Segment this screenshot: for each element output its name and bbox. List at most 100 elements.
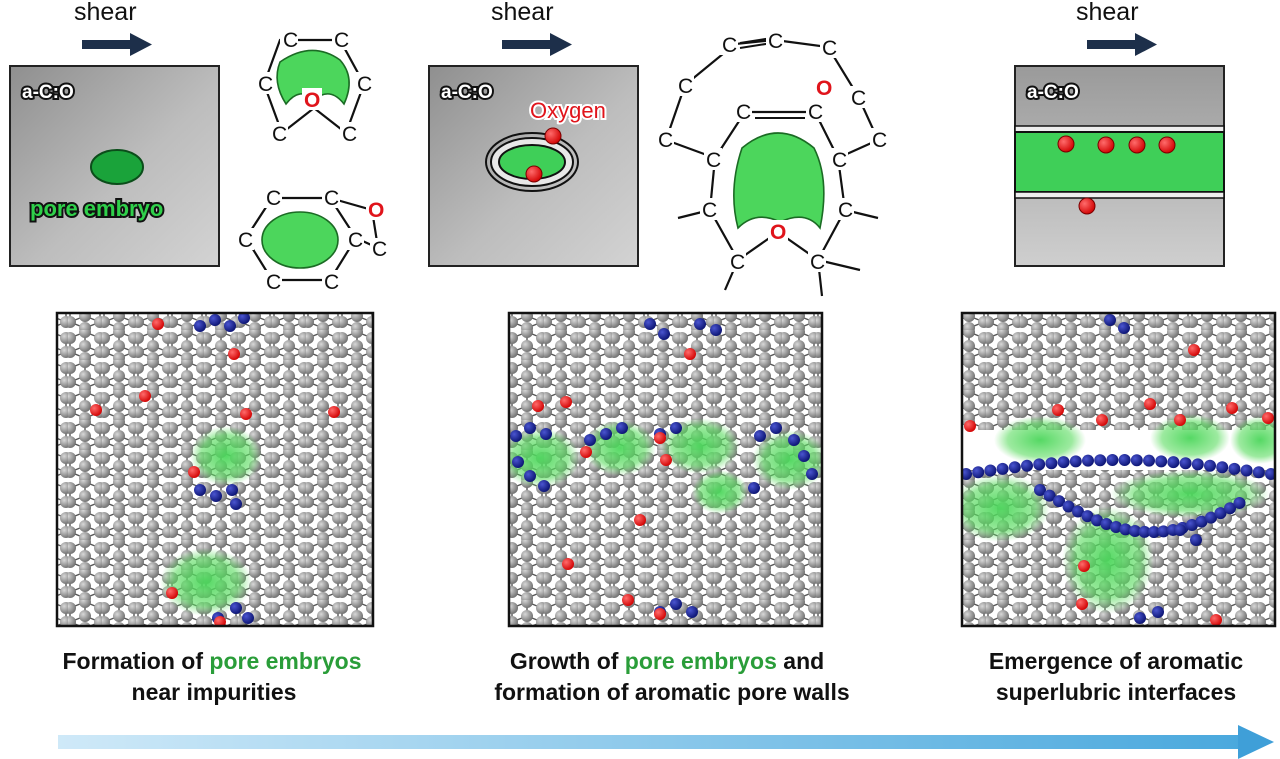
panel-1-schematic: shear a-C:O pore embryo <box>9 0 220 267</box>
wall-atom <box>1094 454 1107 467</box>
svg-text:C: C <box>722 34 737 57</box>
wall-atom <box>1204 459 1216 472</box>
snapshot-frame <box>960 311 1277 628</box>
wall-atom <box>1252 466 1265 479</box>
shear-arrow-icon <box>502 33 572 56</box>
wall-atom <box>1186 519 1198 532</box>
oxygen-atom <box>1128 136 1146 154</box>
shear-arrow-icon <box>1087 33 1157 56</box>
wall-atom <box>1057 456 1070 469</box>
wall-atom <box>1157 525 1170 538</box>
oxygen-atom <box>1097 136 1115 154</box>
wall-atom <box>1130 454 1143 467</box>
svg-text:C: C <box>678 75 693 98</box>
svg-text:C: C <box>872 129 887 152</box>
material-label: a-C:O <box>441 82 493 103</box>
shear-label: shear <box>1076 0 1139 26</box>
svg-text:C: C <box>238 229 253 252</box>
svg-text:O: O <box>304 89 320 112</box>
caption-2: Growth of pore embryos and formation of … <box>494 648 849 705</box>
svg-text:C: C <box>324 187 339 210</box>
svg-text:C: C <box>658 129 673 152</box>
shear-label: shear <box>491 0 554 26</box>
material-label: a-C:O <box>1027 82 1079 103</box>
svg-text:superlubric interfaces: superlubric interfaces <box>996 679 1236 705</box>
shear-arrow-icon <box>82 33 152 56</box>
wall-atom <box>1008 461 1021 474</box>
svg-text:near impurities: near impurities <box>132 679 297 705</box>
wall-atom <box>1191 458 1204 471</box>
wall-atom <box>1053 495 1065 508</box>
wall-atom <box>1214 507 1227 520</box>
svg-text:C: C <box>736 101 751 124</box>
wall-atom <box>1129 524 1141 537</box>
svg-text:C: C <box>283 29 298 52</box>
svg-text:Formation of pore embryos: Formation of pore embryos <box>62 648 361 674</box>
panel-2-schematic: shear a-C:O Oxygen <box>428 0 639 267</box>
snapshot-frame <box>507 311 824 628</box>
svg-text:C: C <box>851 87 866 110</box>
wall-atom <box>1069 455 1082 468</box>
wall-atom <box>1106 454 1119 467</box>
material-label: a-C:O <box>22 82 74 103</box>
svg-text:C: C <box>348 229 363 252</box>
oxygen-label: Oxygen <box>530 98 606 123</box>
caption-1: Formation of pore embryos near impuritie… <box>62 648 361 705</box>
snapshot-frame <box>55 311 375 628</box>
wall-atom <box>1224 502 1236 515</box>
svg-text:C: C <box>832 149 847 172</box>
oxygen-atom <box>544 127 562 145</box>
wall-atom <box>1138 525 1151 538</box>
svg-text:C: C <box>258 73 273 96</box>
wall-atom <box>1155 455 1168 468</box>
svg-text:C: C <box>342 123 357 146</box>
progress-arrow-icon <box>58 725 1274 759</box>
simulation-snapshot-2 <box>509 313 822 626</box>
svg-text:C: C <box>266 187 281 210</box>
svg-text:C: C <box>357 73 372 96</box>
svg-text:C: C <box>702 199 717 222</box>
svg-text:C: C <box>810 251 825 274</box>
wall-atom <box>1205 511 1217 524</box>
wall-atom <box>1110 520 1122 533</box>
wall-atom <box>1228 462 1241 475</box>
svg-text:C: C <box>768 30 783 53</box>
pore-embryo-shape <box>90 149 144 185</box>
wall-atom <box>1082 454 1094 467</box>
svg-text:C: C <box>266 271 281 294</box>
wall-atom <box>1091 514 1103 527</box>
svg-text:Growth of pore embryos and: Growth of pore embryos and <box>510 648 824 674</box>
wall-atom <box>996 462 1009 475</box>
pore-embryo-label: pore embryo <box>30 196 163 221</box>
wall-atom <box>1216 461 1229 474</box>
caption-3: Emergence of aromatic superlubric interf… <box>989 648 1244 705</box>
svg-text:C: C <box>822 37 837 60</box>
wall-atom <box>1034 484 1046 496</box>
simulation-snapshot-3 <box>962 313 1275 626</box>
simulation-snapshot-1 <box>57 313 373 626</box>
svg-text:C: C <box>272 123 287 146</box>
ring-structure-3: C C C C C C C C C C C C C C C O O <box>656 29 888 297</box>
wall-atom <box>1240 464 1253 477</box>
wall-atom <box>1143 454 1155 467</box>
svg-text:formation of aromatic pore wal: formation of aromatic pore walls <box>494 679 849 705</box>
panel-3-schematic: shear a-C:O <box>1014 0 1225 267</box>
wall-atom <box>984 464 997 477</box>
wall-atom <box>1045 457 1058 470</box>
svg-text:C: C <box>808 101 823 124</box>
oxygen-atom <box>1057 135 1075 153</box>
wall-atom <box>1233 496 1246 509</box>
wall-atom <box>1118 454 1131 467</box>
superlubric-interface-band <box>1014 131 1225 193</box>
oxygen-atom <box>1158 136 1176 154</box>
wall-atom <box>1081 510 1094 523</box>
wall-atom <box>1265 468 1275 480</box>
wall-atom <box>962 468 972 480</box>
wall-atom <box>1072 505 1084 518</box>
wall-atom <box>1043 489 1056 502</box>
wall-atom <box>972 466 985 479</box>
oxygen-atom <box>525 165 543 183</box>
wall-atom <box>1148 525 1160 538</box>
wall-atom <box>1119 523 1132 536</box>
